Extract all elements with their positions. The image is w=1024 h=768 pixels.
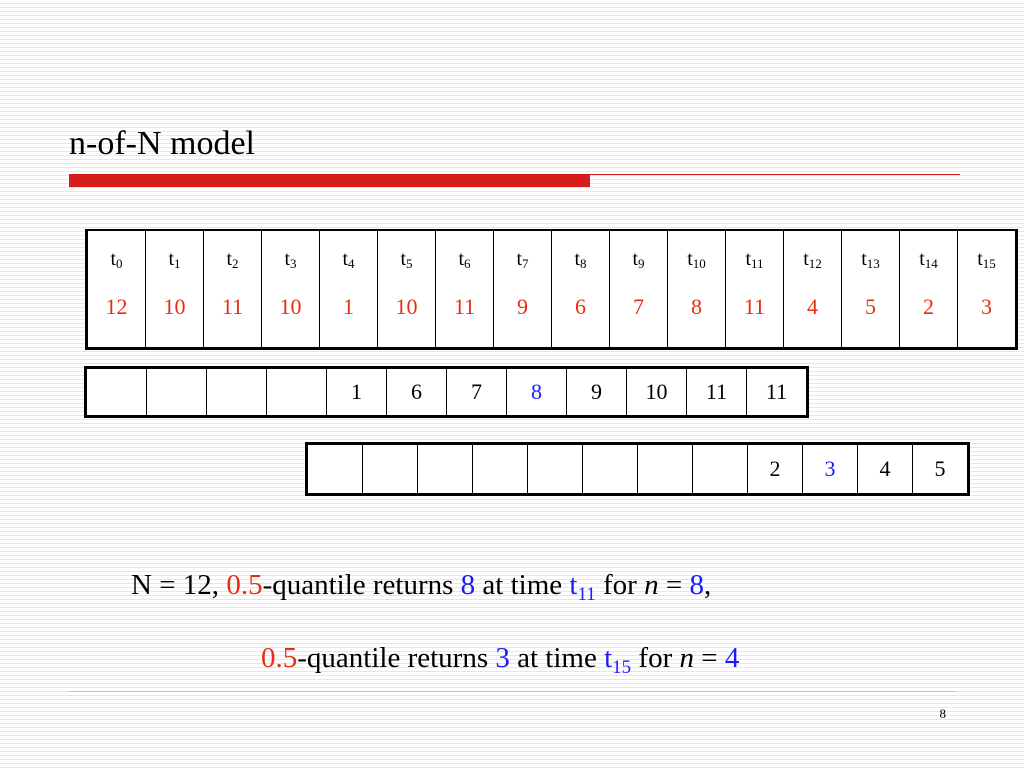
window-cell [362, 443, 418, 495]
sorted-window-n8: 1 6 7 8 9 10 11 11 [84, 366, 809, 418]
time-label: t6 [458, 248, 471, 271]
window-cell [85, 367, 147, 417]
time-label: t2 [226, 248, 239, 271]
window-cell-highlight: 8 [506, 367, 567, 417]
window-cell: 9 [566, 367, 627, 417]
stream-column: t14 2 [899, 230, 958, 349]
time-label: t12 [803, 248, 822, 271]
stream-column: t12 4 [783, 230, 842, 349]
footer-divider [69, 691, 957, 692]
window-row: 1 6 7 8 9 10 11 11 [85, 367, 808, 417]
time-label: t3 [284, 248, 297, 271]
window-cell: 1 [326, 367, 387, 417]
result-line-1: N = 12, 0.5-quantile returns 8 at time t… [131, 569, 712, 605]
window-cell [146, 367, 207, 417]
window-cell: 4 [857, 443, 913, 495]
time-label: t8 [574, 248, 587, 271]
stream-column: t5 10 [377, 230, 436, 349]
window-cell: 5 [912, 443, 969, 495]
stream-column: t9 7 [609, 230, 668, 349]
stream-value: 5 [865, 294, 876, 319]
window-cell [637, 443, 693, 495]
title-underline-thick [69, 174, 590, 187]
stream-column: t10 8 [667, 230, 726, 349]
stream-value: 7 [633, 294, 644, 319]
window-cell [527, 443, 583, 495]
stream-value: 11 [453, 294, 476, 319]
stream-value: 10 [279, 294, 302, 319]
window-cell [417, 443, 473, 495]
page-number: 8 [939, 706, 947, 721]
time-label: t11 [745, 248, 764, 271]
time-label: t10 [687, 248, 706, 271]
stream-column: t8 6 [551, 230, 610, 349]
window-cell [306, 443, 363, 495]
stream-column: t7 9 [493, 230, 552, 349]
sorted-window-n4: 2 3 4 5 [305, 442, 970, 496]
stream-column: t6 11 [435, 230, 494, 349]
time-label: t9 [632, 248, 645, 271]
stream-value: 3 [981, 294, 992, 319]
stream-column: t15 3 [957, 230, 1017, 349]
window-cell [472, 443, 528, 495]
stream-table-row: t0 12 t1 10 t2 11 t3 10 t4 1 t5 10 t6 11 t7 9 t8… [86, 230, 1017, 349]
time-label: t7 [516, 248, 529, 271]
time-label: t13 [861, 248, 880, 271]
stream-value: 10 [163, 294, 186, 319]
stream-value: 12 [105, 294, 128, 319]
window-cell [266, 367, 327, 417]
stream-column: t1 10 [145, 230, 204, 349]
stream-value: 6 [575, 294, 586, 319]
stream-column: t3 10 [261, 230, 320, 349]
time-label: t5 [400, 248, 413, 271]
stream-table: t0 12 t1 10 t2 11 t3 10 t4 1 t5 10 t6 11 t7 9 t8… [85, 229, 1018, 350]
stream-value: 1 [343, 294, 354, 319]
stream-value: 4 [807, 294, 818, 319]
window-cell [206, 367, 267, 417]
stream-column: t0 12 [86, 230, 146, 349]
time-label: t4 [342, 248, 355, 271]
time-label: t1 [168, 248, 181, 271]
window-cell: 6 [386, 367, 447, 417]
stream-value: 2 [923, 294, 934, 319]
window-cell: 11 [686, 367, 747, 417]
window-cell: 7 [446, 367, 507, 417]
stream-column: t11 11 [725, 230, 784, 349]
window-cell: 11 [746, 367, 808, 417]
window-cell: 2 [747, 443, 803, 495]
stream-value: 11 [221, 294, 244, 319]
result-line-2: 0.5-quantile returns 3 at time t15 for n… [261, 642, 740, 678]
window-cell-highlight: 3 [802, 443, 858, 495]
stream-column: t4 1 [319, 230, 378, 349]
stream-value: 10 [395, 294, 418, 319]
time-label: t14 [919, 248, 938, 271]
window-cell [692, 443, 748, 495]
stream-value: 9 [517, 294, 528, 319]
time-label: t0 [110, 248, 123, 271]
stream-column: t2 11 [203, 230, 262, 349]
stream-column: t13 5 [841, 230, 900, 349]
slide-title: n-of-N model [69, 125, 256, 162]
window-row: 2 3 4 5 [306, 443, 969, 495]
window-cell [582, 443, 638, 495]
window-cell: 10 [626, 367, 687, 417]
time-label: t15 [977, 248, 996, 271]
stream-value: 11 [743, 294, 766, 319]
title-underline-thin [590, 174, 960, 175]
stream-value: 8 [691, 294, 702, 319]
